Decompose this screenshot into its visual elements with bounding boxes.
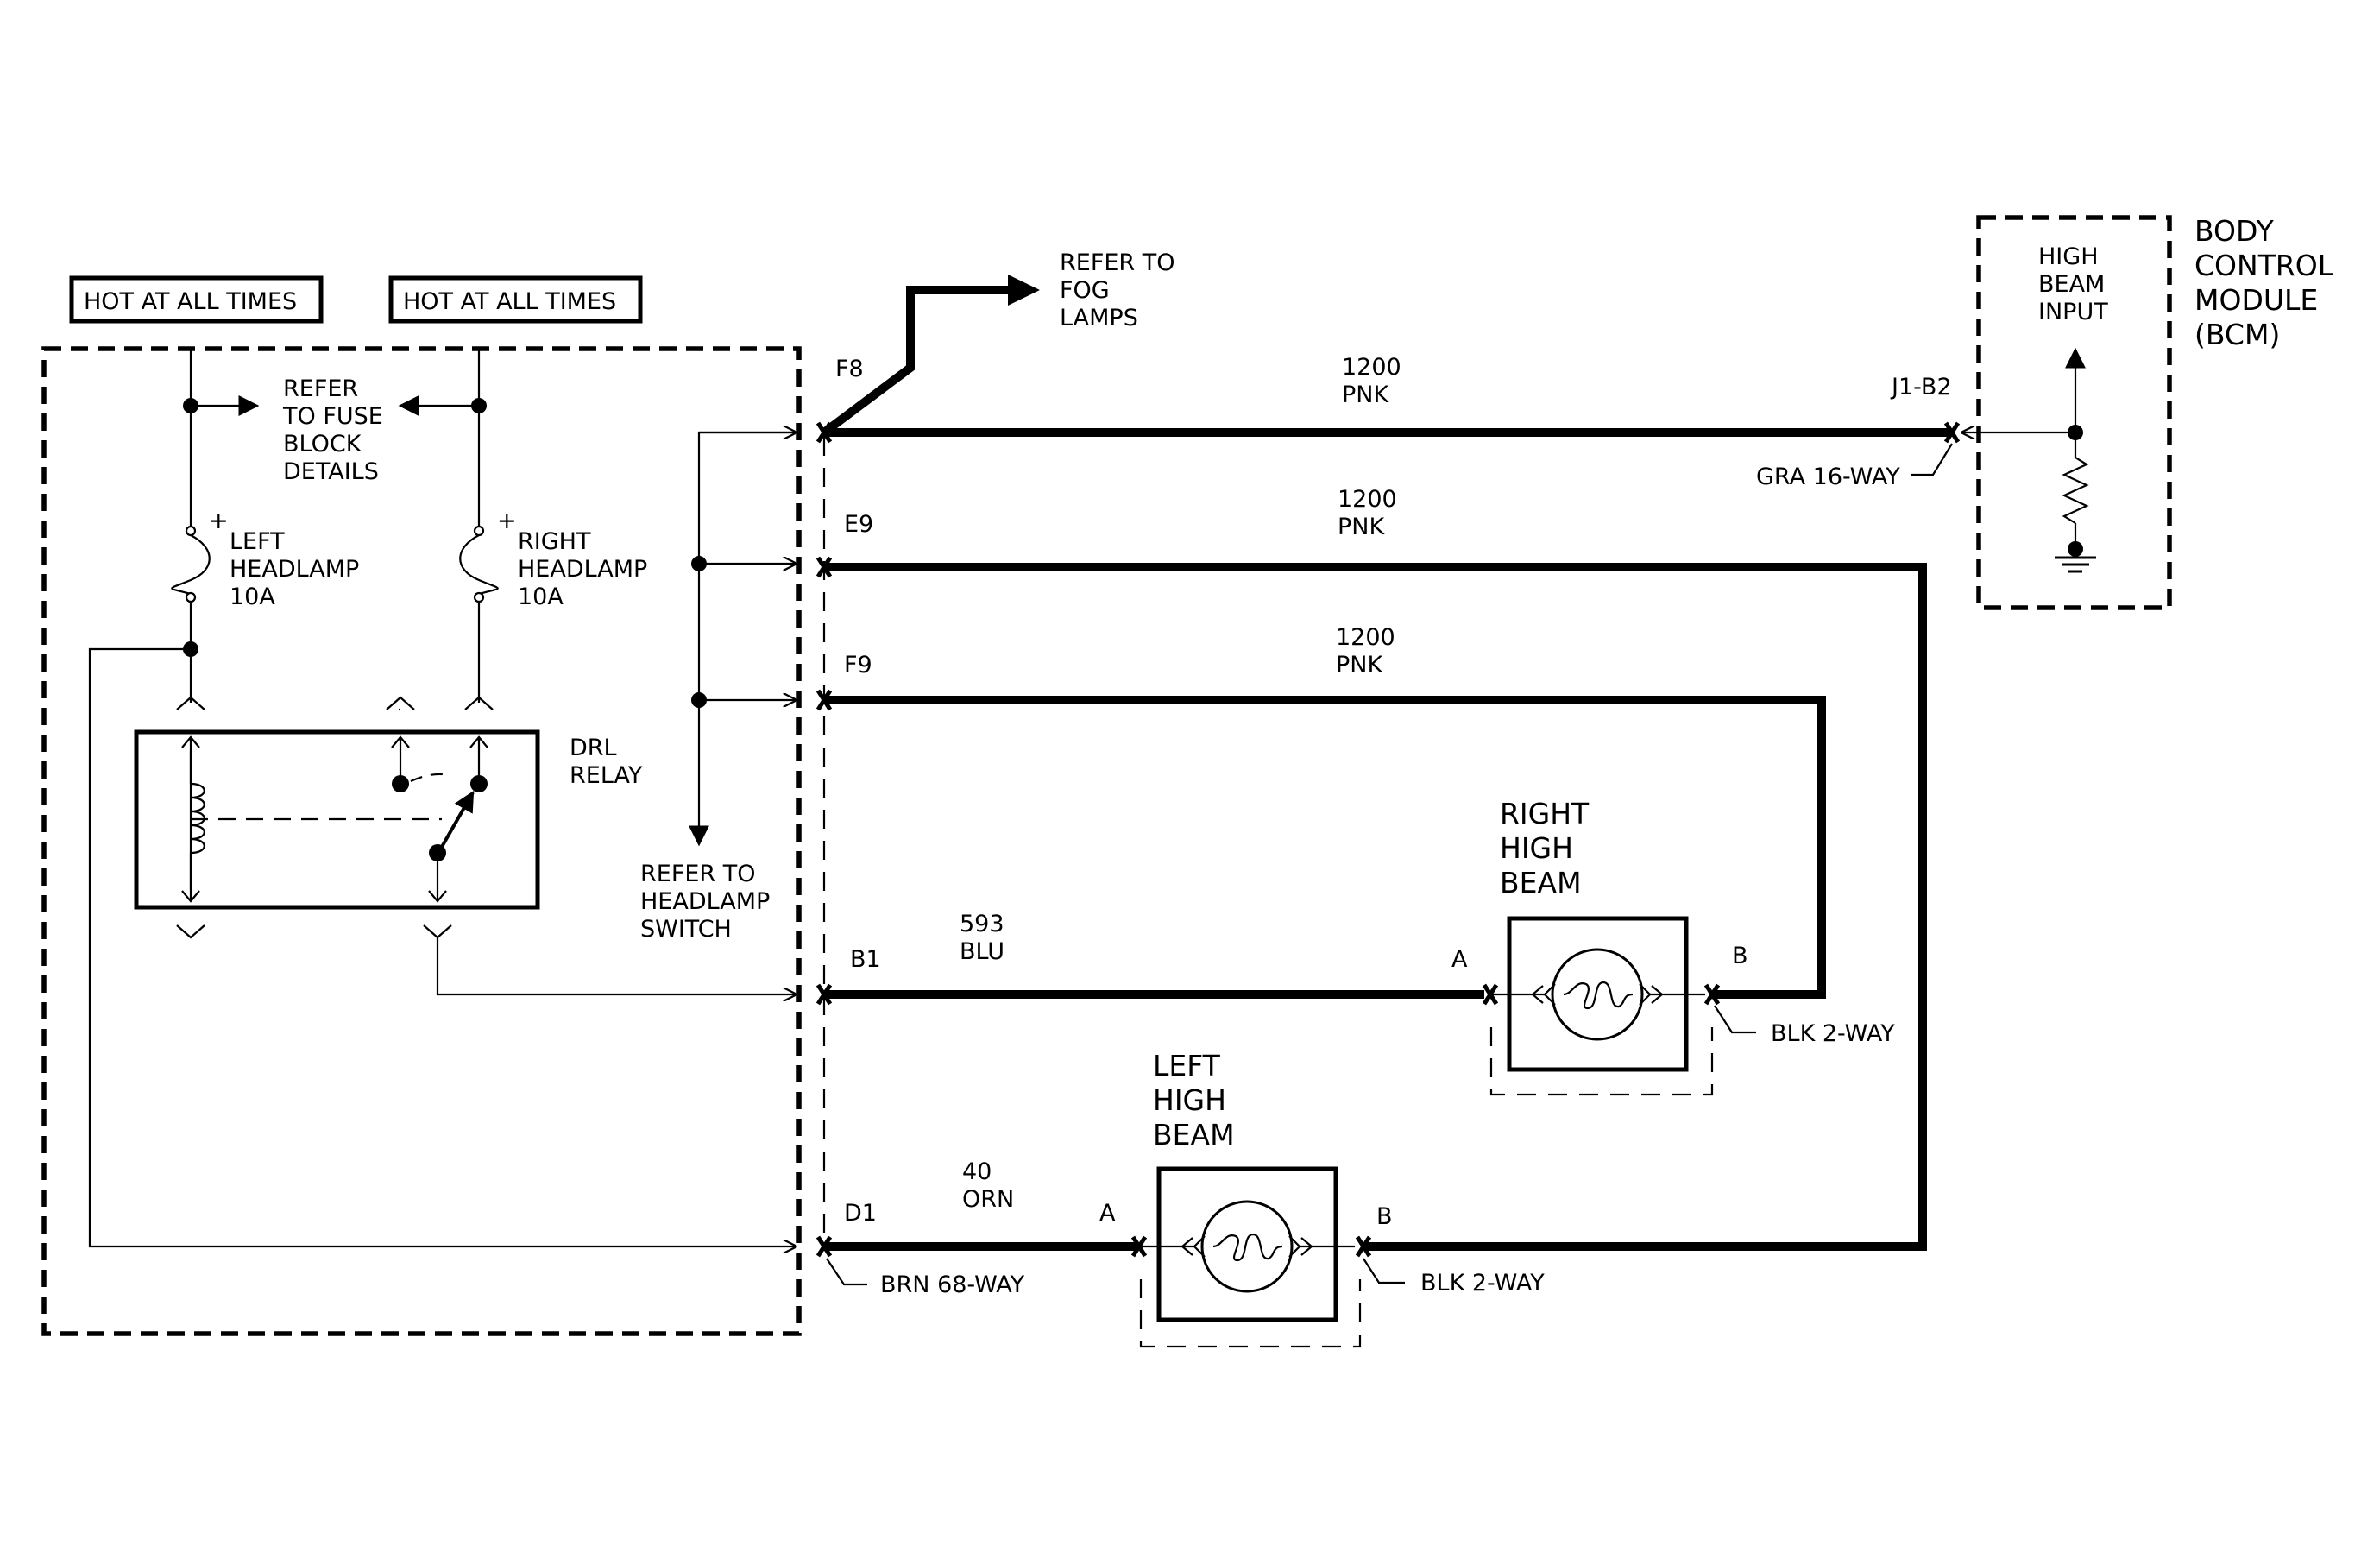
pin-d1: D1 xyxy=(844,1200,877,1227)
svg-text:BEAM: BEAM xyxy=(1153,1118,1235,1152)
hot-at-all-times-left: HOT AT ALL TIMES xyxy=(69,275,324,324)
svg-text:ORN: ORN xyxy=(962,1186,1014,1213)
fuse-relay-center-boundary xyxy=(41,346,802,1336)
wire-label-b1: 593 BLU xyxy=(960,911,1004,965)
fuse-block-reference: REFER TO FUSE BLOCK DETAILS xyxy=(282,375,383,485)
svg-text:593: 593 xyxy=(960,911,1004,937)
svg-text:1200: 1200 xyxy=(1338,486,1397,513)
svg-text:RIGHT: RIGHT xyxy=(1500,797,1590,830)
svg-text:LAMPS: LAMPS xyxy=(1060,305,1138,331)
left-high-beam-title: LEFT HIGH BEAM xyxy=(1153,1049,1235,1152)
hot-at-all-times-right: HOT AT ALL TIMES xyxy=(388,275,643,324)
left-headlamp-fuse-label: LEFT HEADLAMP 10A xyxy=(230,528,359,610)
svg-text:SWITCH: SWITCH xyxy=(640,916,732,943)
svg-text:MODULE: MODULE xyxy=(2194,283,2318,317)
right-high-beam-title: RIGHT HIGH BEAM xyxy=(1500,797,1590,899)
svg-text:PNK: PNK xyxy=(1338,514,1385,540)
bcm-title: BODY CONTROL MODULE (BCM) xyxy=(2194,214,2334,351)
drl-relay-label: DRL RELAY xyxy=(570,735,643,789)
svg-text:DRL: DRL xyxy=(570,735,617,761)
fog-lamps-reference: REFER TO FOG LAMPS xyxy=(1060,249,1175,331)
svg-text:BLK 2-WAY: BLK 2-WAY xyxy=(1771,1020,1895,1047)
svg-text:HEADLAMP: HEADLAMP xyxy=(518,556,647,583)
right-headlamp-fuse-label: RIGHT HEADLAMP 10A xyxy=(518,528,647,610)
svg-text:CONTROL: CONTROL xyxy=(2194,249,2334,282)
wire-label-f9: 1200 PNK xyxy=(1336,624,1395,678)
svg-text:1200: 1200 xyxy=(1342,354,1401,381)
wire-f8-fog xyxy=(822,286,1018,436)
left-headlamp-feed-wire xyxy=(88,647,796,1246)
left-beam-pin-b: B xyxy=(1376,1203,1393,1230)
svg-text:RELAY: RELAY xyxy=(570,762,643,789)
headlamp-switch-feed xyxy=(689,432,796,847)
svg-text:10A: 10A xyxy=(518,584,564,610)
pin-j1-b2: J1-B2 xyxy=(1890,374,1952,401)
hot-label-right: HOT AT ALL TIMES xyxy=(403,288,616,315)
svg-text:10A: 10A xyxy=(230,584,275,610)
svg-text:BRN 68-WAY: BRN 68-WAY xyxy=(880,1272,1025,1298)
svg-text:TO FUSE: TO FUSE xyxy=(282,403,383,430)
blk-2-way-left-callout: BLK 2-WAY xyxy=(1363,1258,1545,1297)
svg-text:PNK: PNK xyxy=(1336,652,1383,678)
right-beam-pin-a: A xyxy=(1451,946,1468,973)
svg-text:1200: 1200 xyxy=(1336,624,1395,651)
fog-arrow-icon xyxy=(1008,275,1040,306)
wire-label-d1: 40 ORN xyxy=(962,1158,1014,1213)
svg-text:HEADLAMP: HEADLAMP xyxy=(640,888,770,915)
bcm-high-beam-input-label: HIGH BEAM INPUT xyxy=(2038,243,2108,325)
brn-68-way-callout: BRN 68-WAY xyxy=(826,1258,1025,1298)
plus-sign-left: + xyxy=(209,508,229,534)
pin-f9: F9 xyxy=(844,652,872,678)
right-fuse-circuit xyxy=(398,349,499,710)
headlamp-switch-reference: REFER TO HEADLAMP SWITCH xyxy=(640,861,770,943)
left-fuse-circuit xyxy=(171,349,260,710)
wire-f9 xyxy=(824,696,1826,999)
svg-text:GRA 16-WAY: GRA 16-WAY xyxy=(1756,464,1900,490)
svg-text:BEAM: BEAM xyxy=(2038,271,2105,298)
svg-text:DETAILS: DETAILS xyxy=(283,458,379,485)
pin-f8: F8 xyxy=(835,356,864,382)
svg-text:HIGH: HIGH xyxy=(1500,831,1573,865)
svg-text:(BCM): (BCM) xyxy=(2194,318,2280,351)
svg-text:INPUT: INPUT xyxy=(2038,299,2108,325)
svg-text:REFER TO: REFER TO xyxy=(1060,249,1175,276)
right-high-beam: A B xyxy=(1451,916,1748,1096)
drl-relay xyxy=(134,696,796,994)
left-beam-pin-a: A xyxy=(1099,1200,1116,1227)
svg-text:HIGH: HIGH xyxy=(2038,243,2099,270)
gra-16-way-callout: GRA 16-WAY xyxy=(1756,443,1953,490)
svg-text:HIGH: HIGH xyxy=(1153,1083,1226,1117)
svg-text:REFER TO: REFER TO xyxy=(640,861,756,887)
svg-text:BODY: BODY xyxy=(2194,214,2275,248)
svg-text:40: 40 xyxy=(962,1158,992,1185)
wire-label-f8: 1200 PNK xyxy=(1342,354,1401,408)
svg-text:PNK: PNK xyxy=(1342,382,1389,408)
blk-2-way-right-callout: BLK 2-WAY xyxy=(1714,1005,1895,1047)
svg-text:LEFT: LEFT xyxy=(1153,1049,1221,1082)
right-beam-pin-b: B xyxy=(1732,943,1748,969)
pin-e9: E9 xyxy=(844,511,873,538)
terminal-marks xyxy=(815,421,1961,1258)
bcm-module xyxy=(1962,215,2172,610)
svg-text:REFER: REFER xyxy=(283,375,358,402)
svg-text:HEADLAMP: HEADLAMP xyxy=(230,556,359,583)
wire-label-e9: 1200 PNK xyxy=(1338,486,1397,540)
plus-sign-right: + xyxy=(497,508,517,534)
svg-text:BLK 2-WAY: BLK 2-WAY xyxy=(1420,1270,1545,1297)
svg-text:BEAM: BEAM xyxy=(1500,866,1582,899)
left-high-beam: A B xyxy=(1099,1166,1393,1348)
svg-text:FOG: FOG xyxy=(1060,277,1110,304)
svg-text:RIGHT: RIGHT xyxy=(518,528,591,555)
svg-text:LEFT: LEFT xyxy=(230,528,285,555)
pin-b1: B1 xyxy=(850,946,881,973)
hot-label-left: HOT AT ALL TIMES xyxy=(84,288,297,315)
svg-text:BLOCK: BLOCK xyxy=(283,431,362,458)
wire-e9 xyxy=(824,563,1927,1251)
svg-text:BLU: BLU xyxy=(960,938,1004,965)
